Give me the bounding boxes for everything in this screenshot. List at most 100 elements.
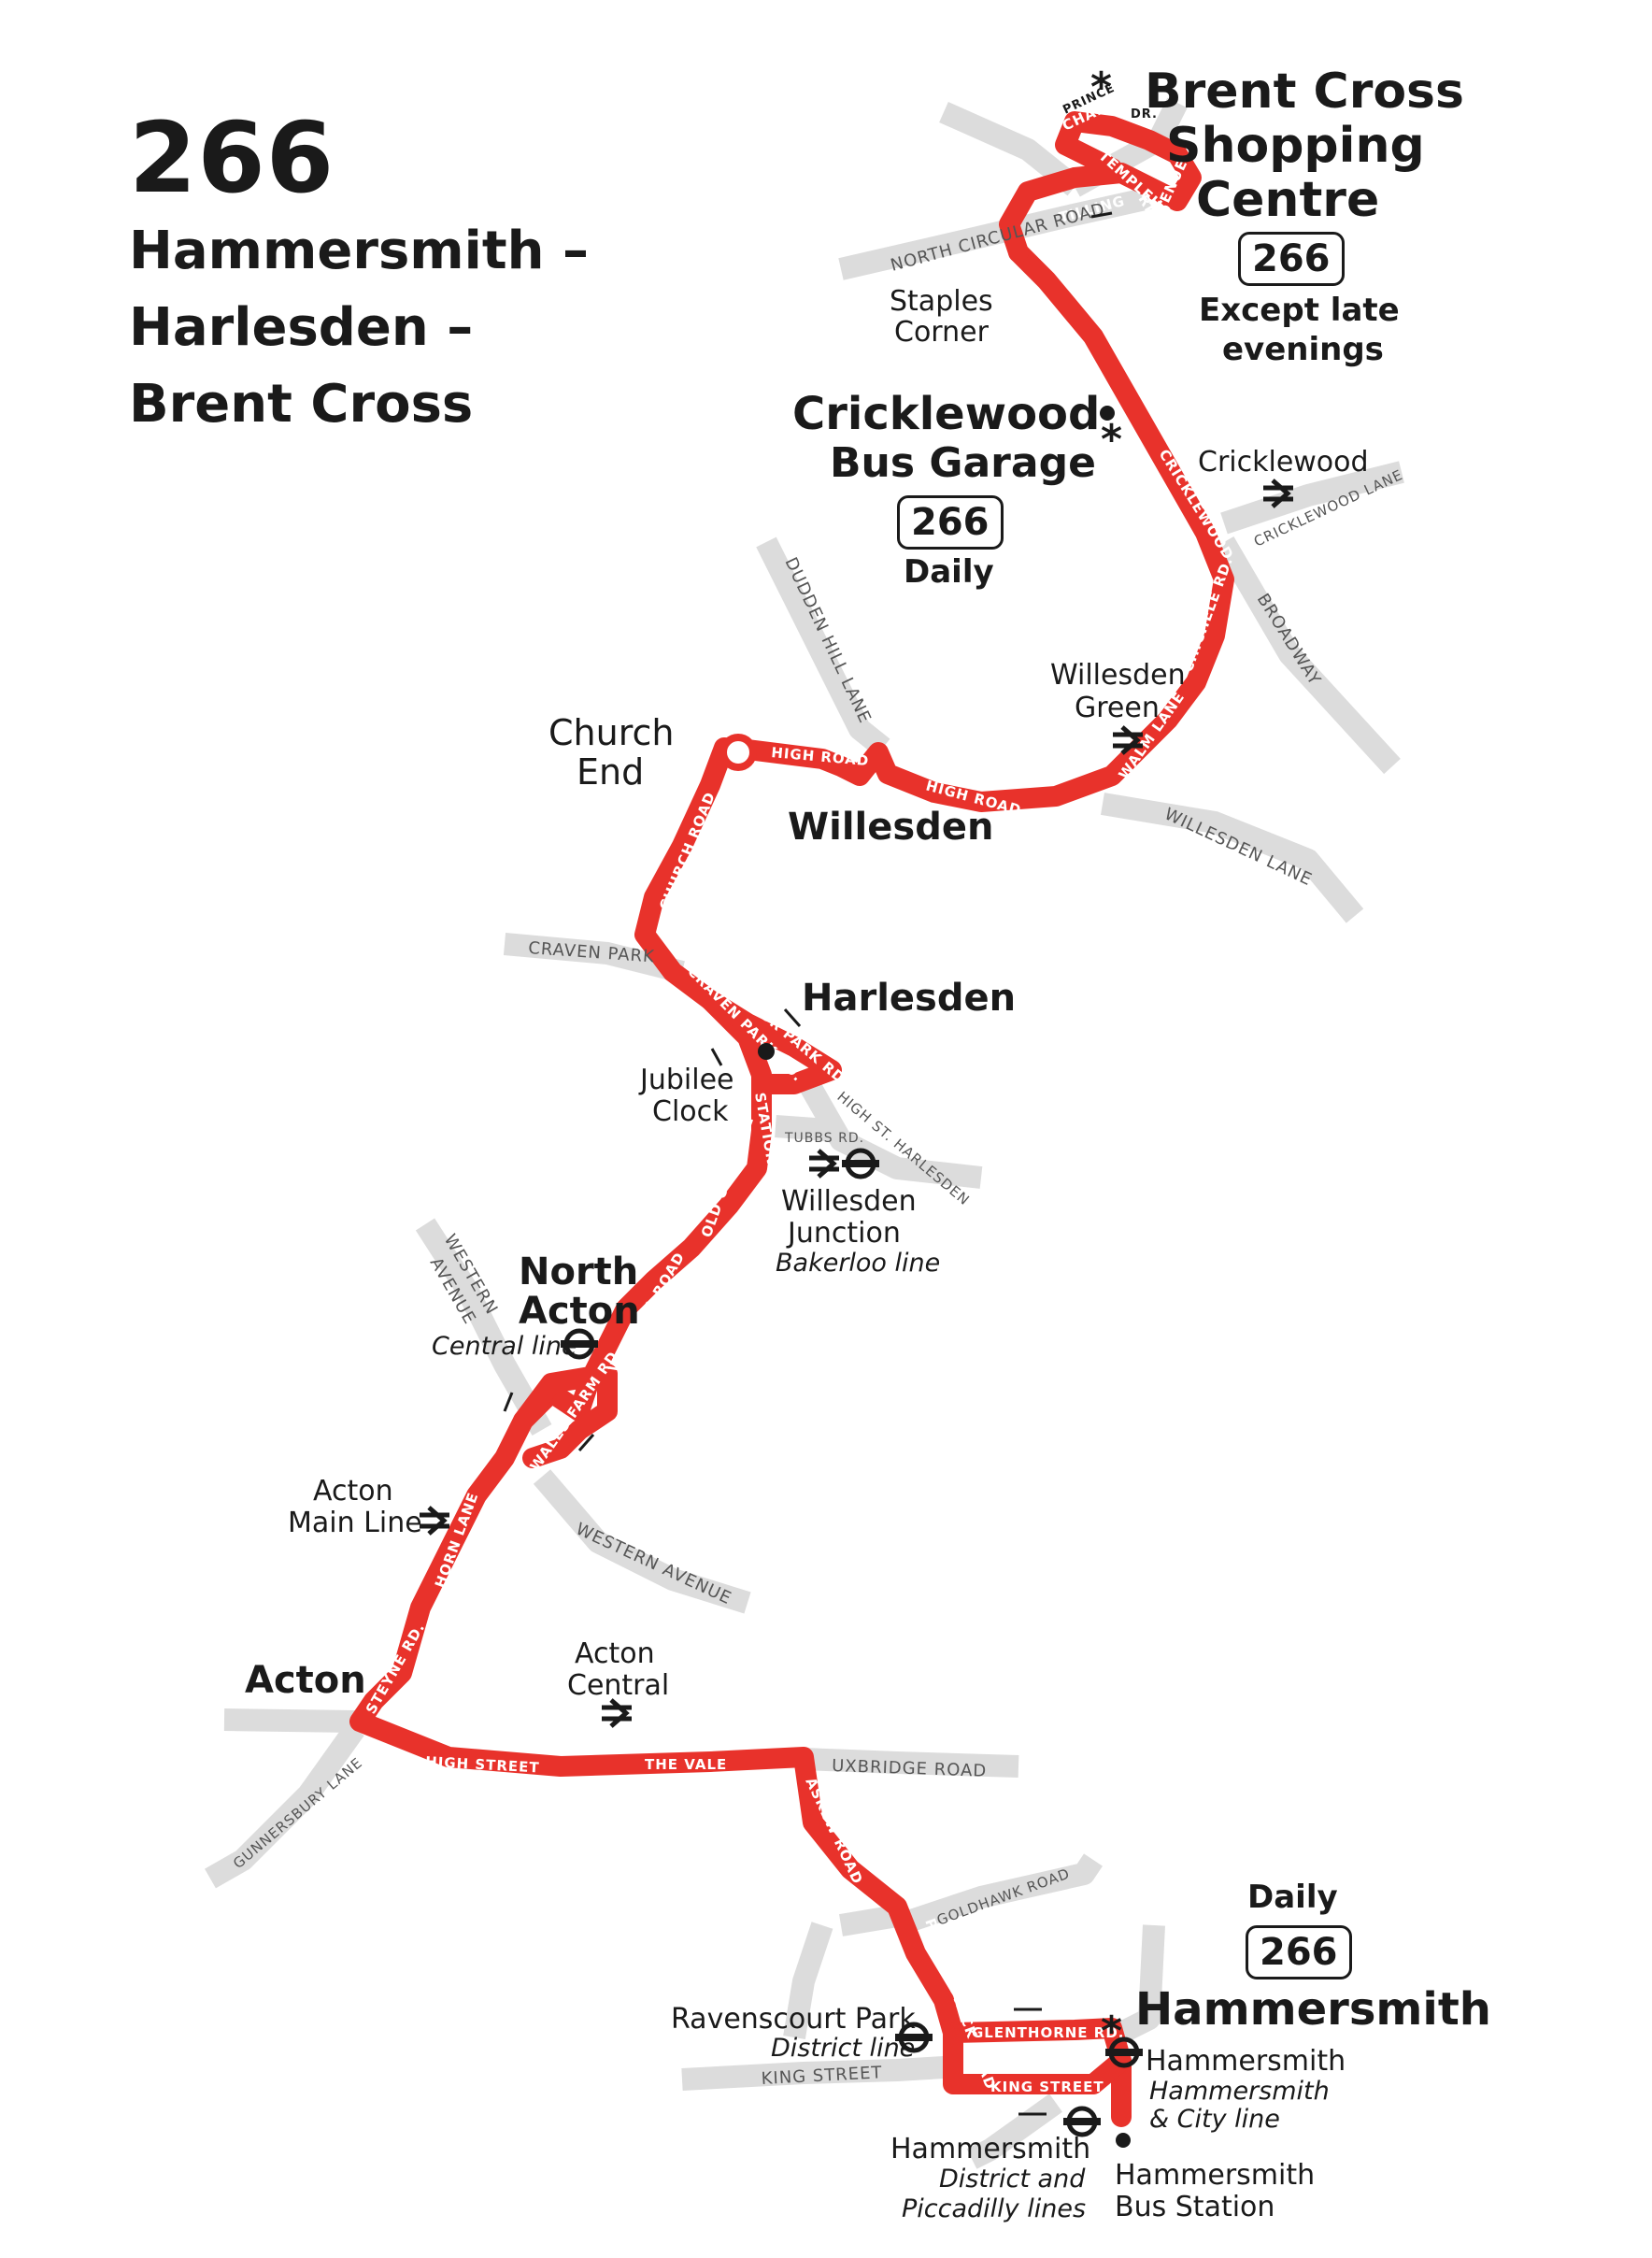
road-king-street-west bbox=[681, 2056, 945, 2091]
road-tubbs bbox=[775, 1115, 842, 1142]
route-subtitle-line-2: Harlesden – bbox=[129, 297, 474, 358]
hammersmith-dp-station: Hammersmith bbox=[890, 2133, 1091, 2165]
hammersmith-note: Daily bbox=[1247, 1879, 1338, 1916]
underground-roundel-icon bbox=[561, 1328, 598, 1360]
arrow-icon bbox=[577, 1434, 595, 1451]
cricklewood-garage-note: Daily bbox=[904, 553, 994, 591]
bus-stop-dot-icon bbox=[1100, 406, 1115, 421]
ravenscourt-park-line: District line bbox=[771, 2034, 916, 2063]
label-tubbs: TUBBS RD. bbox=[784, 1131, 864, 1146]
label-north-circular: NORTH CIRCULAR ROAD bbox=[889, 199, 1107, 276]
route-subtitle-line-3: Brent Cross bbox=[129, 374, 474, 435]
direction-arrows bbox=[503, 211, 1113, 2116]
brent-cross-name-2: Shopping bbox=[1166, 118, 1425, 174]
willesden-junction-2: Junction bbox=[788, 1217, 901, 1250]
harlesden-place: Harlesden bbox=[802, 977, 1017, 1020]
underground-roundel-icon bbox=[1063, 2106, 1101, 2137]
hammersmith-bus-station-1: Hammersmith bbox=[1115, 2159, 1316, 2192]
hammersmith-hc-line-1: Hammersmith bbox=[1149, 2077, 1330, 2106]
acton-place: Acton bbox=[245, 1659, 366, 1702]
hammersmith-route-badge: 266 bbox=[1246, 1925, 1352, 1979]
route-266-line bbox=[349, 111, 1234, 2127]
road-western-avenue-south bbox=[533, 1469, 751, 1614]
label-dudden-hill: DUDDEN HILL LANE bbox=[780, 554, 875, 726]
willesden-place: Willesden bbox=[788, 806, 994, 849]
label-gunnersbury: GUNNERSBURY LANE bbox=[230, 1754, 365, 1872]
ravenscourt-park: Ravenscourt Park bbox=[671, 2003, 916, 2036]
road-dudden-hill bbox=[756, 536, 890, 757]
road-broadway bbox=[1214, 536, 1401, 775]
brent-cross-note-1: Except late bbox=[1199, 292, 1400, 329]
label-uxbridge: UXBRIDGE ROAD bbox=[832, 1756, 988, 1781]
underground-roundel-icon bbox=[1105, 2036, 1143, 2068]
hammersmith-hc-station: Hammersmith bbox=[1146, 2045, 1346, 2078]
staples-corner-2: Corner bbox=[894, 316, 989, 349]
arrow-icon bbox=[503, 1392, 514, 1412]
background-roads bbox=[205, 97, 1404, 2169]
label-glenthorne: GLENTHORNE RD. bbox=[972, 2024, 1124, 2041]
acton-central-2: Central bbox=[567, 1669, 670, 1702]
route-number: 266 bbox=[129, 101, 335, 215]
willesden-green-1: Willesden bbox=[1050, 659, 1186, 692]
hammersmith-dp-line-2: Piccadilly lines bbox=[902, 2194, 1087, 2223]
label-church-road: CHURCH ROAD bbox=[656, 790, 719, 913]
route-main bbox=[349, 242, 1234, 2127]
map-symbols: * * * bbox=[420, 64, 1293, 2148]
road-cricklewood-lane bbox=[1220, 461, 1404, 535]
label-broadway: BROADWAY bbox=[1253, 591, 1325, 690]
willesden-junction-1: Willesden bbox=[781, 1185, 917, 1218]
national-rail-icon bbox=[602, 1698, 632, 1728]
route-north-acton-loop bbox=[513, 1364, 618, 1468]
north-acton-2: Acton bbox=[519, 1290, 640, 1333]
jubilee-clock-2: Clock bbox=[652, 1095, 729, 1128]
road-uxbridge-east bbox=[803, 1748, 1019, 1778]
road-goldhawk-west bbox=[839, 1905, 899, 1936]
brent-cross-name-3: Centre bbox=[1196, 172, 1380, 228]
label-the-vale: THE VALE bbox=[645, 1756, 727, 1773]
arrow-icon bbox=[783, 1008, 802, 1027]
route-hammersmith-loop bbox=[943, 2022, 1132, 2094]
bus-stop-dot-icon bbox=[1116, 2133, 1131, 2148]
hammersmith-hc-line-2: & City line bbox=[1149, 2105, 1280, 2134]
route-subtitle-line-1: Hammersmith – bbox=[129, 221, 589, 281]
willesden-junction-line: Bakerloo line bbox=[776, 1249, 941, 1278]
acton-main-line-1: Acton bbox=[313, 1475, 393, 1508]
national-rail-icon bbox=[1113, 725, 1143, 755]
bus-stop-dot-icon bbox=[758, 1043, 775, 1060]
brent-cross-route-badge: 266 bbox=[1238, 232, 1345, 286]
underground-roundel-icon bbox=[895, 2022, 933, 2053]
jubilee-clock-1: Jubilee bbox=[640, 1064, 734, 1096]
church-end-2: End bbox=[577, 751, 645, 793]
cricklewood-station: Cricklewood bbox=[1198, 446, 1369, 479]
road-hammersmith-south bbox=[966, 2094, 1062, 2169]
north-acton-line: Central line bbox=[432, 1332, 577, 1361]
north-acton-1: North bbox=[519, 1250, 639, 1293]
label-king-street-2: KING STREET bbox=[990, 2079, 1104, 2095]
cricklewood-garage-name-2: Bus Garage bbox=[830, 439, 1096, 487]
brent-cross-note-2: evenings bbox=[1222, 331, 1384, 368]
label-horn-lane: HORN LANE bbox=[432, 1490, 482, 1590]
label-prince-charles-c: DR. bbox=[1131, 107, 1158, 121]
route-brent-cross-loop bbox=[999, 111, 1202, 263]
route-harlesden-loop bbox=[700, 990, 842, 1094]
national-rail-icon bbox=[1263, 479, 1293, 508]
underground-roundel-icon bbox=[842, 1148, 879, 1179]
arrow-icon bbox=[710, 1048, 723, 1066]
brent-cross-name-1: Brent Cross bbox=[1145, 64, 1464, 120]
church-end-loop-icon bbox=[719, 734, 757, 771]
road-western-avenue-north bbox=[415, 1218, 552, 1436]
cricklewood-garage-route-badge: 266 bbox=[897, 495, 1004, 550]
church-end-1: Church bbox=[548, 712, 675, 753]
hammersmith-dp-line-1: District and bbox=[939, 2165, 1086, 2194]
road-hammersmith-east bbox=[1106, 1924, 1165, 2048]
asterisk-icon: * bbox=[1101, 416, 1122, 464]
label-steyne: STEYNE RD. bbox=[363, 1620, 429, 1717]
national-rail-icon bbox=[420, 1506, 449, 1536]
arrow-icon bbox=[1090, 211, 1113, 219]
hammersmith-bus-station-2: Bus Station bbox=[1115, 2191, 1275, 2223]
national-rail-icon bbox=[809, 1149, 839, 1179]
road-gunnersbury bbox=[205, 1722, 364, 1889]
road-uxbridge-west bbox=[223, 1708, 356, 1733]
road-ravenscourt-loop bbox=[783, 1922, 833, 2039]
